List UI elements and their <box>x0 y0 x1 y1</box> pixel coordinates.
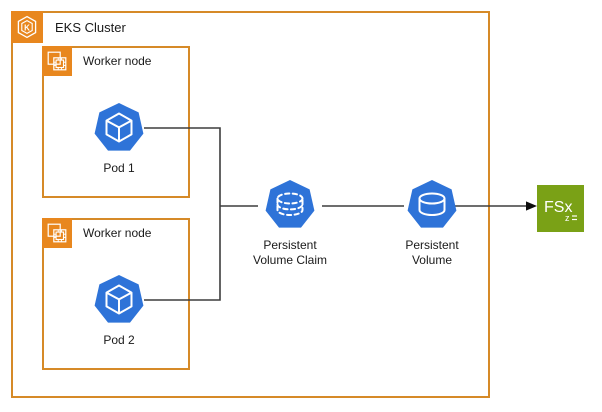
worker-node-header-2: Worker node <box>42 218 151 248</box>
fsx-sublabel: z <box>565 213 570 223</box>
pod-2-node: Pod 2 <box>78 272 160 348</box>
worker-node-icon <box>42 218 72 248</box>
amazon-fsx-icon: FSx z <box>544 199 577 223</box>
fsx-wordmark: FSx <box>544 199 572 216</box>
persistent-volume-node: Persistent Volume <box>382 177 482 267</box>
eks-cluster-header: K EKS Cluster <box>11 11 126 43</box>
amazon-fsx-tile: FSx z <box>537 185 584 232</box>
worker-node-header-1: Worker node <box>42 46 151 76</box>
eks-cluster-label: EKS Cluster <box>55 19 126 35</box>
pod-1-node: Pod 1 <box>78 100 160 176</box>
kubernetes-pod-icon <box>94 275 144 323</box>
pod-2-label: Pod 2 <box>103 333 135 347</box>
pv-label-line1: Persistent <box>405 238 459 252</box>
arrowhead-to-fsx <box>526 201 537 211</box>
pod-1-label: Pod 1 <box>103 161 135 175</box>
worker-node-label-2: Worker node <box>83 226 152 240</box>
eks-cluster-icon: K <box>11 11 43 43</box>
kubernetes-pod-icon <box>94 103 144 151</box>
pv-label-line2: Volume <box>411 252 452 267</box>
persistent-volume-icon <box>407 180 457 228</box>
pvc-label-line1: Persistent <box>263 238 317 252</box>
pvc-label-line2: Volume Claim <box>252 252 328 267</box>
persistent-volume-claim-icon <box>265 180 315 228</box>
svg-text:K: K <box>24 23 30 32</box>
worker-node-icon <box>42 46 72 76</box>
worker-node-label-1: Worker node <box>83 54 152 68</box>
worker-node-boundary-1 <box>42 46 190 198</box>
persistent-volume-claim-node: Persistent Volume Claim <box>235 177 345 267</box>
eks-cluster-boundary <box>11 11 490 398</box>
